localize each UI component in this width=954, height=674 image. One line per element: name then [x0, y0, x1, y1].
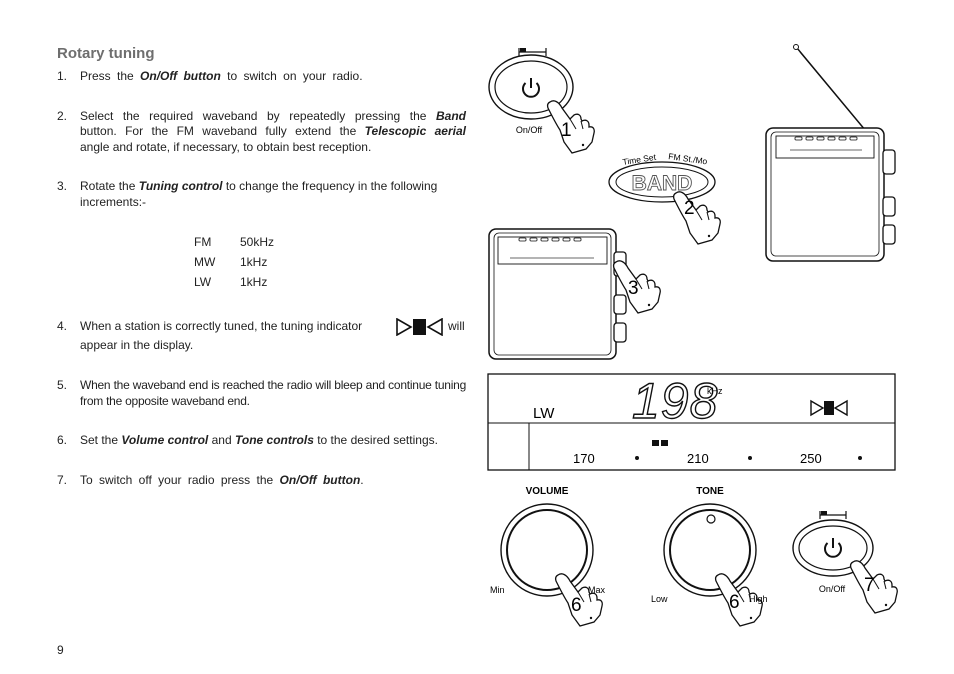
step-2-line-3: angle and rotate, if necessary, to obtai…: [80, 140, 372, 154]
step-1-number: 1.: [57, 69, 68, 83]
page-number: 9: [57, 643, 64, 657]
lcd-band: LW: [533, 405, 555, 422]
step-6-text: Set the Volume control and Tone controls…: [80, 433, 438, 447]
onoff-label-top: On/Off: [516, 125, 543, 135]
lcd-frequency: 198: [632, 373, 718, 429]
volume-max-label: Max: [588, 585, 606, 595]
tone-high-label: High: [749, 594, 768, 604]
tone-knob-illustration: [663, 503, 763, 627]
step-1-text: Press the On/Off button to switch on you…: [80, 69, 363, 83]
step-marker-6-tone: 6: [729, 592, 740, 613]
lcd-scale-tick: 170: [573, 451, 595, 466]
band-label: BAND: [632, 172, 693, 195]
step-3-number: 3.: [57, 179, 68, 193]
lcd-scale-dot: [635, 456, 639, 460]
step-7-text: To switch off your radio press the On/Of…: [80, 473, 364, 487]
band-button-illustration: [608, 161, 721, 245]
step-marker-1: 1: [561, 120, 572, 141]
lcd-scale-tick: 210: [687, 451, 709, 466]
tone-low-label: Low: [651, 594, 668, 604]
lcd-stereo-block: [661, 440, 668, 446]
step-4-will: will: [448, 319, 465, 333]
tone-label: TONE: [696, 486, 724, 497]
step-5-number: 5.: [57, 378, 68, 392]
volume-label: VOLUME: [526, 486, 569, 497]
volume-knob-illustration: [500, 503, 603, 627]
lcd-unit: kHz: [707, 386, 723, 396]
step-4-line-1: When a station is correctly tuned, the t…: [80, 319, 363, 333]
step-marker-3: 3: [628, 278, 639, 299]
step-marker-7: 7: [864, 575, 875, 596]
lcd-scale-dot: [858, 456, 862, 460]
step-7-number: 7.: [57, 473, 68, 487]
step-marker-2: 2: [684, 198, 695, 219]
volume-min-label: Min: [490, 585, 505, 595]
section-title: Rotary tuning: [57, 45, 155, 62]
step-6-number: 6.: [57, 433, 68, 447]
step-4-number: 4.: [57, 319, 68, 333]
increment-band-lw: LW: [194, 275, 212, 289]
increment-value-fm: 50kHz: [240, 235, 275, 249]
increment-value-mw: 1kHz: [240, 255, 268, 269]
increment-band-fm: FM: [194, 235, 212, 249]
step-marker-6-volume: 6: [571, 595, 582, 616]
lcd-display-illustration: [487, 373, 896, 471]
tuning-indicator-icon: [396, 318, 443, 336]
onoff-label-bottom: On/Off: [819, 584, 846, 594]
lcd-stereo-block: [652, 440, 659, 446]
step-5-text: When the waveband end is reached the rad…: [80, 378, 466, 408]
lcd-tuning-indicator-icon: [810, 399, 848, 417]
increment-band-mw: MW: [194, 255, 216, 269]
step-3-text: Rotate the Tuning control to change the …: [80, 179, 438, 209]
onoff-button-illustration-bottom: [792, 511, 898, 614]
radio-tuning-illustration: [488, 228, 661, 360]
onoff-button-illustration-top: [488, 48, 595, 154]
lcd-scale-dot: [748, 456, 752, 460]
step-4-line-2: appear in the display.: [80, 338, 194, 352]
increment-value-lw: 1kHz: [240, 275, 268, 289]
step-2-line-2: button. For the FM waveband fully extend…: [80, 124, 466, 138]
radio-with-aerial-illustration: [765, 44, 896, 262]
step-2-number: 2.: [57, 109, 68, 123]
lcd-scale-tick: 250: [800, 451, 822, 466]
step-2-line-1: Select the required waveband by repeated…: [80, 109, 466, 123]
